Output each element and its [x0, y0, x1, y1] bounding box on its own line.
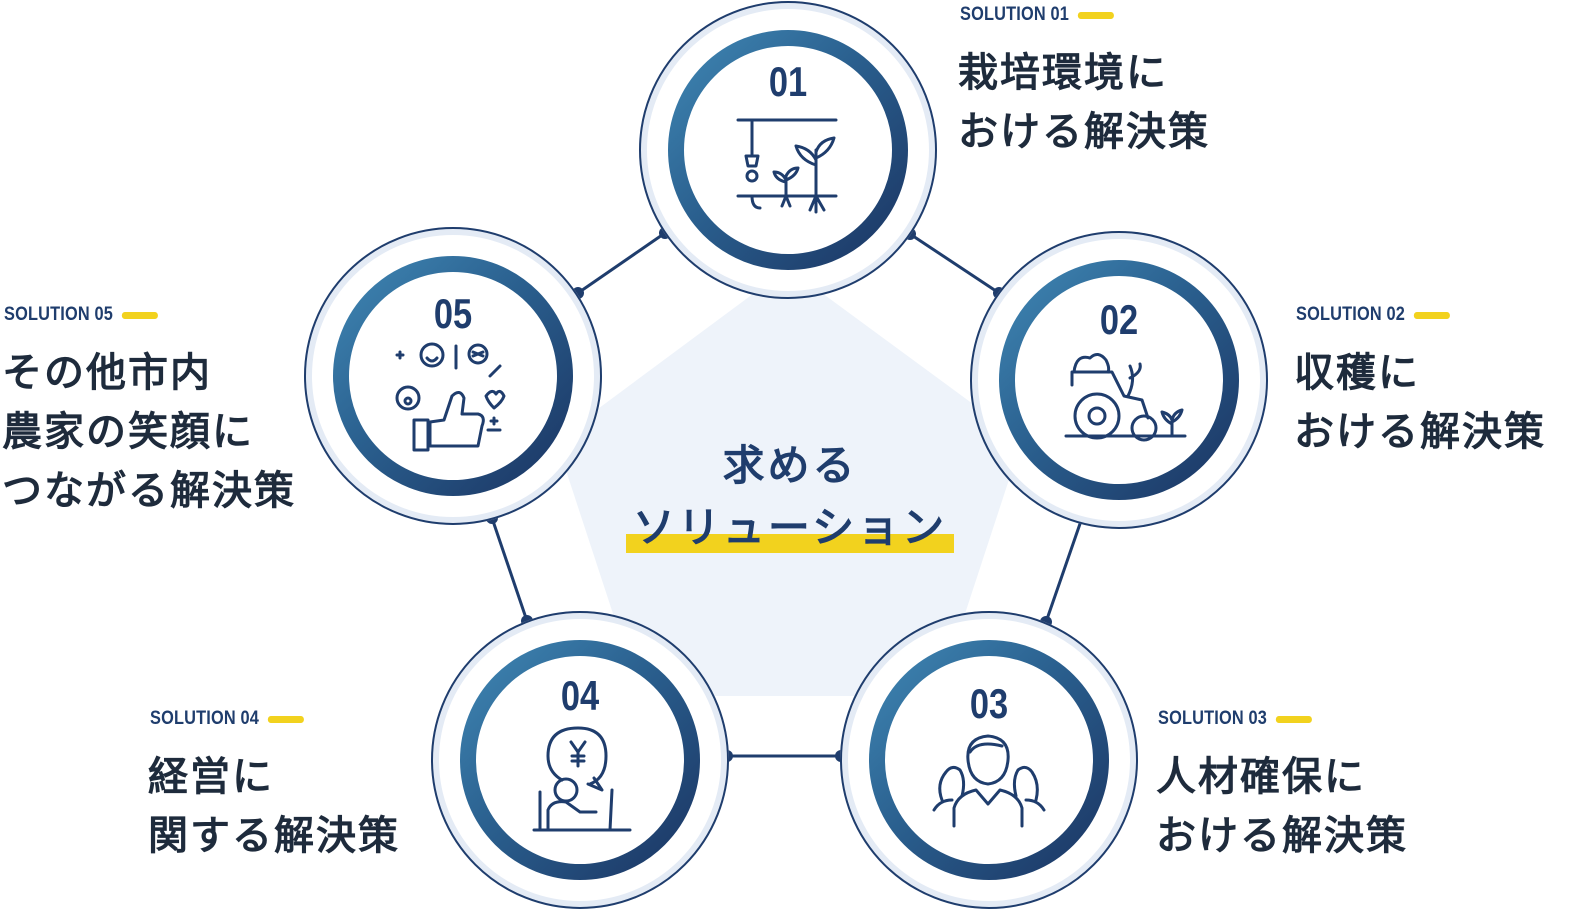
title-highlight-bar — [626, 534, 954, 553]
node-05 — [304, 227, 602, 525]
solution-05-tag-label: SOLUTION 05 — [4, 304, 114, 325]
solution-03-description: 人材確保に おける解決策 — [1156, 748, 1408, 866]
number-01: 01 — [768, 58, 808, 105]
center-title-line2: ソリューション — [632, 503, 948, 552]
solution-01-line-1: 栽培環境に — [958, 50, 1168, 96]
solution-02-tag-label: SOLUTION 02 — [1296, 304, 1406, 325]
connector-01-05 — [577, 231, 666, 295]
node-01 — [639, 1, 937, 299]
solution-02-description: 収穫に おける解決策 — [1294, 344, 1546, 462]
solution-04-description: 経営に 関する解決策 — [148, 748, 400, 866]
number-05: 05 — [433, 290, 473, 337]
solution-04-tag-label: SOLUTION 04 — [150, 708, 260, 729]
solution-04-line-2: 関する解決策 — [148, 813, 400, 859]
solution-03-line-2: おける解決策 — [1156, 813, 1408, 859]
solution-01-tag-label: SOLUTION 01 — [960, 4, 1070, 25]
solution-04-line-1: 経営に — [148, 754, 274, 800]
solution-05-description: その他市内 農家の笑顔に つながる解決策 — [2, 344, 296, 521]
tag-accent-bar — [1275, 715, 1312, 723]
solution-03-tag: SOLUTION 03 — [1158, 708, 1312, 730]
number-04: 04 — [560, 672, 600, 719]
number-02: 02 — [1099, 296, 1139, 343]
solution-01-line-2: おける解決策 — [958, 109, 1210, 155]
solution-02-tag: SOLUTION 02 — [1296, 304, 1450, 326]
solution-02-line-1: 収穫に — [1294, 350, 1420, 396]
hydroponic-plant-icon — [736, 118, 838, 214]
tag-accent-bar — [267, 715, 304, 723]
connector-04-05 — [490, 517, 529, 622]
solution-05-line-1: その他市内 — [2, 350, 212, 396]
solution-01-tag: SOLUTION 01 — [960, 4, 1114, 26]
solution-03-tag-label: SOLUTION 03 — [1158, 708, 1268, 729]
node-03 — [840, 611, 1138, 909]
solution-05-line-3: つながる解決策 — [2, 468, 296, 514]
tag-accent-bar — [1413, 311, 1450, 319]
people-group-icon — [932, 734, 1046, 828]
thumbs-up-smiles-icon — [395, 342, 506, 452]
connector-lines — [490, 231, 1084, 758]
center-pentagon — [556, 268, 1022, 696]
center-title-line1: 求める — [722, 441, 858, 490]
connector-01-02 — [909, 232, 1000, 295]
harvest-tractor-icon — [1064, 353, 1187, 442]
yen-consultation-icon — [532, 726, 632, 832]
solution-05-line-2: 農家の笑顔に — [2, 409, 254, 455]
solution-01-description: 栽培環境に おける解決策 — [958, 44, 1210, 162]
solution-02-line-2: おける解決策 — [1294, 409, 1546, 455]
connector-02-03 — [1044, 517, 1084, 623]
solution-05-tag: SOLUTION 05 — [4, 304, 158, 326]
tag-accent-bar — [1077, 11, 1114, 19]
number-03: 03 — [969, 680, 1009, 727]
solution-04-tag: SOLUTION 04 — [150, 708, 304, 730]
solution-03-line-1: 人材確保に — [1156, 754, 1366, 800]
tag-accent-bar — [121, 311, 158, 319]
